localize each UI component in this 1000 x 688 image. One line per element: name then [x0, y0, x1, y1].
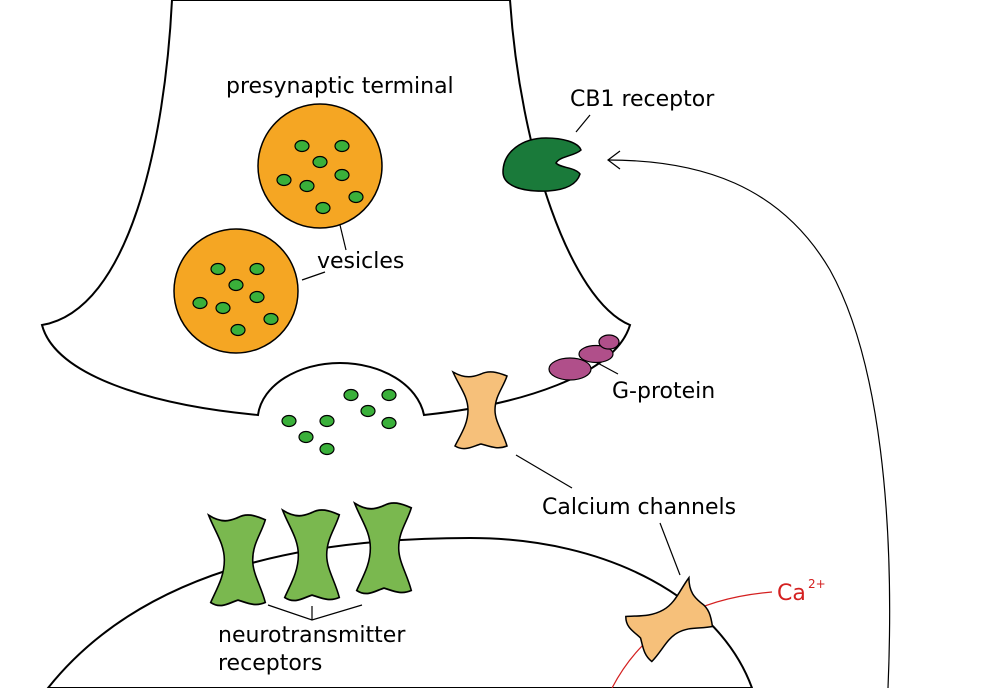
neurotransmitter-molecule: [334, 168, 350, 182]
neurotransmitter-molecule: [334, 139, 350, 153]
calcium-charge-label: 2+: [808, 577, 826, 591]
neurotransmitter-molecule: [360, 404, 376, 418]
neurotransmitter-molecule: [299, 179, 315, 193]
vesicle-1-neurotransmitters: [276, 139, 364, 215]
neurotransmitter-molecule: [281, 414, 297, 428]
released-neurotransmitters: [281, 388, 397, 456]
cb1-receptor-leader: [575, 114, 591, 133]
g-protein: [548, 334, 620, 381]
retrograde-arrow-head: [607, 150, 621, 170]
nt-receptors-bracket: [267, 604, 363, 621]
neurotransmitter-molecule: [343, 388, 359, 402]
neurotransmitter-molecule: [230, 323, 246, 337]
neurotransmitter-molecule: [249, 290, 265, 304]
calcium-ion-label: Ca: [777, 581, 806, 606]
vesicles-label: vesicles: [317, 249, 404, 274]
neurotransmitter-receptors-label-line2: receptors: [218, 651, 322, 676]
neurotransmitter-molecule: [315, 201, 331, 215]
neurotransmitter-molecule: [381, 416, 397, 430]
g-protein-label: G-protein: [612, 379, 715, 404]
neurotransmitter-molecule: [348, 190, 364, 204]
g-protein-alpha-subunit: [548, 357, 592, 381]
cb1-receptor-label: CB1 receptor: [570, 87, 715, 112]
neurotransmitter-molecule: [215, 301, 231, 315]
neurotransmitter-molecule: [249, 262, 265, 276]
neurotransmitter-molecule: [319, 414, 335, 428]
calcium-channels-leader-upper: [515, 454, 573, 489]
g-protein-gamma-subunit: [598, 334, 620, 350]
retrograde-arrow-line: [607, 159, 891, 688]
neurotransmitter-molecule: [192, 296, 208, 310]
neurotransmitter-molecule: [381, 388, 397, 402]
vesicles-leader-upper: [339, 224, 347, 251]
neurotransmitter-molecule: [210, 262, 226, 276]
g-protein-beta-subunit: [578, 344, 614, 364]
neurotransmitter-molecule: [228, 278, 244, 292]
vesicles-leader-lower: [301, 271, 326, 281]
neurotransmitter-molecule: [263, 312, 279, 326]
neurotransmitter-molecule: [298, 430, 314, 444]
vesicle-2-neurotransmitters: [192, 262, 279, 337]
neurotransmitter-receptors-label-line1: neurotransmitter: [218, 623, 406, 648]
neurotransmitter-molecule: [312, 155, 328, 169]
neurotransmitter-molecule: [319, 442, 335, 456]
presynaptic-terminal-label: presynaptic terminal: [226, 74, 454, 99]
neurotransmitter-molecule: [276, 173, 292, 187]
calcium-channels-leader-lower: [659, 522, 681, 576]
cb1-receptor: [502, 137, 582, 192]
calcium-channels-label: Calcium channels: [542, 495, 736, 520]
neurotransmitter-molecule: [294, 139, 310, 153]
neurotransmitter-receptor: [207, 514, 267, 607]
